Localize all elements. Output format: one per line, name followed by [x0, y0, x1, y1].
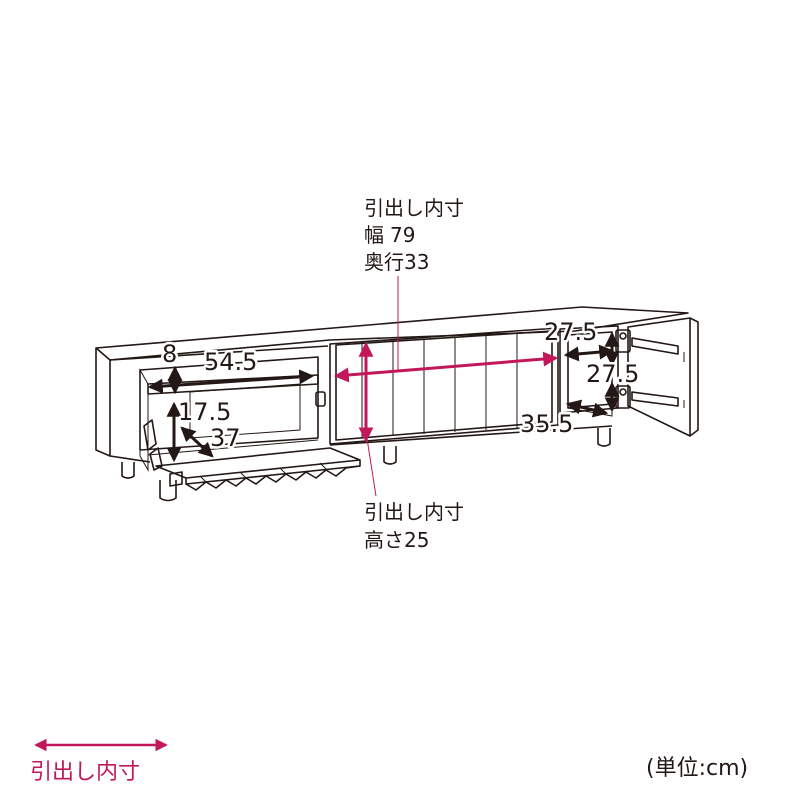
callout-height-label: 高さ: [364, 528, 404, 552]
callout-bottom-title: 引出し内寸: [364, 500, 464, 524]
dim-label-left-height: 17.5: [178, 398, 231, 426]
legend-label: 引出し内寸: [30, 760, 140, 785]
right-dimension-arrows: [563, 331, 620, 418]
cabinet-legs: [121, 428, 611, 502]
dim-arrow-right-width: [563, 344, 615, 362]
drawer-arrow-width: [333, 351, 559, 383]
dim-label-right-width: 27.5: [544, 318, 597, 346]
dim-arrow-left-width: [147, 369, 315, 394]
bottom-callout: 引出し内寸 高さ25: [364, 500, 464, 552]
left-drop-door: [155, 447, 361, 491]
left-dimension-labels: 8 54.5 17.5 37: [160, 338, 260, 455]
callout-depth-value: 33: [404, 250, 429, 274]
callout-height-line: 高さ25: [364, 528, 429, 552]
dim-label-shelf-gap: 8: [162, 340, 177, 368]
callout-depth-line: 奥行33: [364, 250, 429, 274]
dim-label-right-height: 27.5: [586, 360, 639, 388]
left-dimension-arrows: [147, 365, 315, 463]
dim-label-left-width: 54.5: [204, 348, 257, 376]
dim-arrow-right-depth: [565, 399, 609, 418]
callout-width-label: 幅: [364, 223, 384, 247]
right-dimension-labels: 27.5 27.5 35.5: [518, 316, 642, 441]
callout-height-value: 25: [404, 528, 429, 552]
dim-label-left-depth: 37: [210, 424, 241, 452]
dim-arrow-left-depth: [180, 426, 214, 458]
cabinet-body: [95, 306, 689, 463]
legend: 引出し内寸: [30, 738, 168, 785]
callout-width-value: 79: [390, 223, 415, 247]
unit-label: (単位:cm): [646, 756, 748, 781]
callout-depth-label: 奥行: [364, 250, 404, 274]
drawer-dimension-arrows: [333, 276, 559, 497]
dim-label-right-depth: 35.5: [520, 410, 573, 438]
leader-line-bottom: [365, 431, 377, 497]
callout-top-title: 引出し内寸: [364, 196, 464, 220]
